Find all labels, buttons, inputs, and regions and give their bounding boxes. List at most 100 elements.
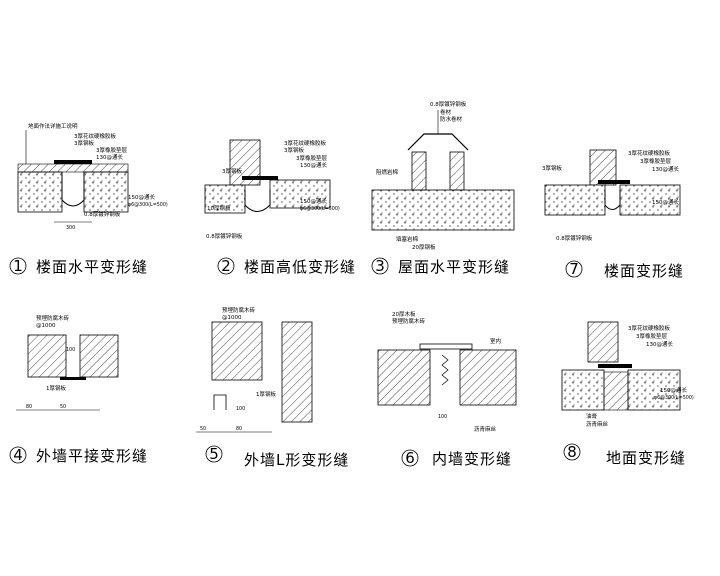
- detail-1-slab-right: [83, 171, 129, 213]
- detail-2-slab-lower: [269, 179, 331, 209]
- detail-3-caption: 3 屋面水平变形缝: [371, 257, 510, 276]
- detail-8-label-2: 130@通长: [646, 340, 673, 348]
- detail-5-wall-right: [281, 321, 313, 423]
- detail-8-label-5: 沥青麻丝: [586, 420, 609, 428]
- detail-1-finish: [17, 163, 129, 173]
- detail-1-label-2: 3厚钢板: [74, 139, 94, 147]
- detail-1-caption: 1 楼面水平变形缝: [9, 257, 147, 276]
- detail-1-label-5: 150@通长: [128, 193, 155, 201]
- detail-8-caption: 8 地面变形缝: [563, 443, 686, 467]
- detail-6-number-circle: [401, 449, 419, 467]
- detail-2-number-circle: [217, 257, 235, 275]
- detail-1-label-3: 3厚橡胶垫层: [96, 146, 127, 154]
- detail-7-drawing: 3厚花纹硬橡胶板 3厚橡胶垫层 130@通长 150@通长 3厚钢板 0.8厚镀…: [542, 149, 681, 242]
- detail-3-cap-flashing: [407, 133, 469, 151]
- detail-1-cover-plate: [54, 160, 92, 164]
- detail-3-label-0: 0.8厚镀锌钢板: [430, 100, 467, 108]
- detail-6-wall-right: [459, 349, 517, 406]
- detail-6-caption: 6 内墙变形缝: [401, 449, 512, 468]
- detail-2-caption: 2 楼面高低变形缝: [217, 257, 356, 276]
- detail-1-flashing: [61, 172, 85, 207]
- detail-6-label-1: 预埋防腐木砖: [392, 317, 426, 325]
- detail-1-label-0: 地面作法详施工说明: [28, 122, 78, 130]
- detail-4-caption: 4 外墙平接变形缝: [9, 446, 148, 465]
- detail-8-wall: [587, 321, 619, 363]
- detail-1-drawing: 地面作法详施工说明 3厚花纹硬橡胶板 3厚钢板 3厚橡胶垫层 130@通长 15…: [17, 122, 168, 231]
- detail-2-cover-plate: [242, 176, 278, 180]
- detail-2-title: 楼面高低变形缝: [244, 258, 356, 276]
- detail-3-label-1: 卷材: [440, 108, 452, 116]
- detail-8-label-1: 3厚橡胶垫层: [636, 332, 667, 340]
- detail-8-slab-left: [561, 369, 605, 411]
- detail-1-label-1: 3厚花纹硬橡胶板: [74, 132, 116, 140]
- detail-2-label-0: 3厚花纹硬橡胶板: [284, 139, 326, 147]
- detail-6-label-3: 沥青麻丝: [474, 425, 497, 433]
- detail-1-label-8: 300: [66, 225, 75, 231]
- detail-1-label-4: 130@通长: [96, 153, 123, 161]
- detail-3-curb-right: [449, 151, 465, 191]
- detail-7-cover-plate: [598, 180, 630, 184]
- detail-8-label-6: φ6@300(L=500): [654, 395, 694, 401]
- detail-4-wall-right: [79, 334, 119, 378]
- detail-4-number-circle: [9, 446, 27, 464]
- detail-8-joint-fill: [603, 371, 629, 411]
- detail-6-number: 6: [405, 449, 415, 467]
- detail-7-label-5: 0.8厚镀锌钢板: [556, 234, 593, 242]
- detail-6-cover-board: [419, 343, 473, 350]
- detail-5-label-5: 80: [236, 426, 242, 432]
- detail-2-label-6: 0.8厚镀锌钢板: [206, 232, 243, 240]
- detail-7-slab-left: [544, 184, 606, 216]
- detail-7-label-1: 3厚橡胶垫层: [640, 157, 671, 165]
- detail-3-curb-left: [411, 151, 427, 191]
- detail-8-cover-plate: [598, 364, 632, 368]
- detail-8-label-0: 3厚花纹硬橡胶板: [628, 324, 670, 332]
- detail-4-plate: [60, 377, 86, 380]
- detail-6-label-0: 20厚木板: [392, 310, 416, 318]
- detail-6-label-4: 100: [438, 414, 447, 420]
- detail-7-label-4: 3厚钢板: [542, 164, 562, 172]
- detail-2-drawing: 3厚花纹硬橡胶板 3厚钢板 3厚橡胶垫层 130@通长 150@通长 φ6@30…: [204, 139, 340, 240]
- detail-7-wall: [589, 149, 617, 186]
- detail-2-label-8: 10厚钢板: [207, 204, 231, 212]
- detail-2-label-1: 3厚钢板: [284, 146, 304, 154]
- detail-4-label-5: 80: [26, 404, 32, 410]
- detail-8-number: 8: [567, 443, 577, 461]
- detail-3-title: 屋面水平变形缝: [398, 258, 510, 276]
- detail-4-label-0: 预埋防腐木砖: [36, 314, 70, 322]
- detail-3-slab: [371, 189, 515, 231]
- detail-5-label-1: @1000: [222, 315, 242, 321]
- detail-7-caption: 7 楼面变形缝: [565, 260, 684, 280]
- detail-4-label-1: @1000: [36, 323, 56, 329]
- detail-1-number: 1: [13, 257, 23, 275]
- detail-3-label-2: 防水卷材: [440, 115, 463, 123]
- detail-3-drawing: 0.8厚镀锌钢板 卷材 防水卷材 阻燃岩棉 填塞岩棉 20厚钢板: [371, 100, 515, 251]
- detail-5-caption: 5 外墙L形变形缝: [205, 445, 348, 469]
- detail-7-flashing: [604, 190, 621, 210]
- detail-4-wall-left: [27, 334, 67, 378]
- detail-5-label-0: 预埋防腐木砖: [222, 306, 256, 314]
- detail-8-label-3: 150@通长: [660, 386, 687, 394]
- detail-7-number: 7: [569, 260, 579, 278]
- detail-5-number-circle: [205, 445, 223, 463]
- detail-5-wall-left: [211, 321, 263, 381]
- detail-4-drawing: 预埋防腐木砖 @1000 1厚钢板 100 50 80: [16, 314, 119, 411]
- detail-4-title: 外墙平接变形缝: [36, 447, 148, 465]
- detail-7-title: 楼面变形缝: [604, 262, 684, 280]
- detail-3-label-5: 20厚钢板: [412, 243, 436, 251]
- detail-6-wall-left: [377, 349, 431, 406]
- detail-4-label-3: 100: [66, 347, 75, 353]
- detail-2-flashing: [244, 190, 271, 212]
- detail-4-number: 4: [13, 446, 23, 464]
- detail-7-label-0: 3厚花纹硬橡胶板: [628, 149, 670, 157]
- detail-8-number-circle: [563, 443, 581, 461]
- detail-6-label-2: 室内: [490, 337, 501, 345]
- detail-8-drawing: 3厚花纹硬橡胶板 3厚橡胶垫层 130@通长 150@通长 油膏 沥青麻丝 φ6…: [561, 321, 694, 428]
- detail-6-drawing: 20厚木板 预埋防腐木砖 室内 沥青麻丝 100: [377, 310, 517, 433]
- detail-5-l-profile: [213, 394, 227, 410]
- detail-6-title: 内墙变形缝: [432, 450, 512, 468]
- detail-4-label-2: 1厚钢板: [46, 384, 66, 392]
- detail-7-number-circle: [565, 260, 583, 278]
- detail-8-title: 地面变形缝: [606, 449, 686, 467]
- detail-7-label-3: 150@通长: [652, 198, 679, 206]
